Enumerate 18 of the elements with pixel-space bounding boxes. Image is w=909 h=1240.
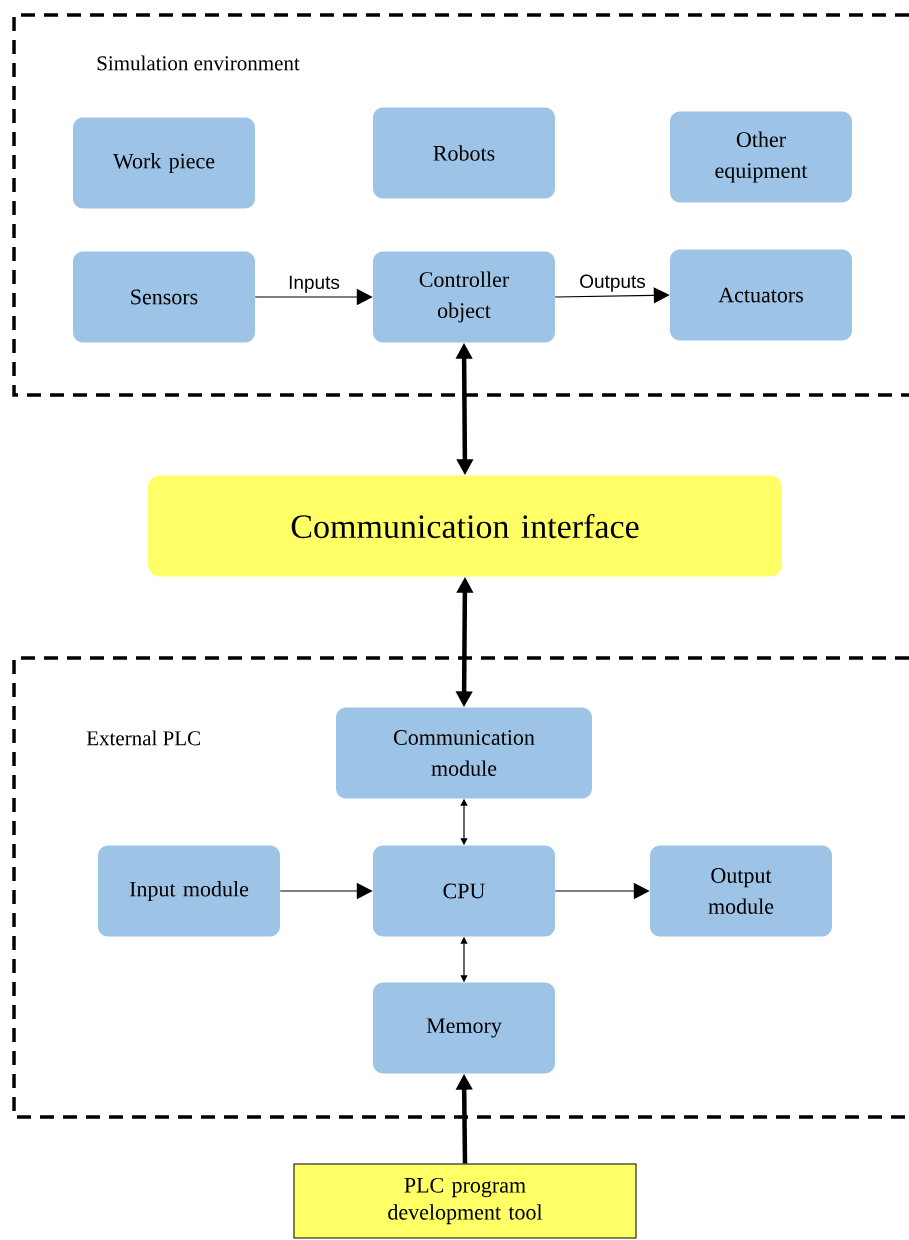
- frame-heading: External PLC: [86, 730, 200, 746]
- process-box: Work piece: [73, 117, 255, 209]
- process-box: Memory: [373, 982, 555, 1074]
- process-box: Robots: [373, 107, 555, 199]
- edge-label: Inputs: [287, 274, 341, 294]
- frame-heading: Simulation environment: [97, 55, 300, 71]
- process-box: Other equipment: [670, 111, 852, 203]
- process-box: Actuators: [670, 249, 852, 341]
- process-box: Controller object: [373, 251, 555, 343]
- edge-label: Outputs: [578, 273, 647, 293]
- arrow: [554, 287, 670, 304]
- interface-box: Communication interface: [148, 475, 782, 577]
- process-box: Communication module: [336, 707, 592, 799]
- process-box: CPU: [373, 845, 555, 937]
- tool-box: PLC program development tool: [293, 1163, 637, 1239]
- process-box: Output module: [650, 845, 832, 937]
- process-box: Input module: [98, 845, 280, 937]
- process-box: Sensors: [73, 251, 255, 343]
